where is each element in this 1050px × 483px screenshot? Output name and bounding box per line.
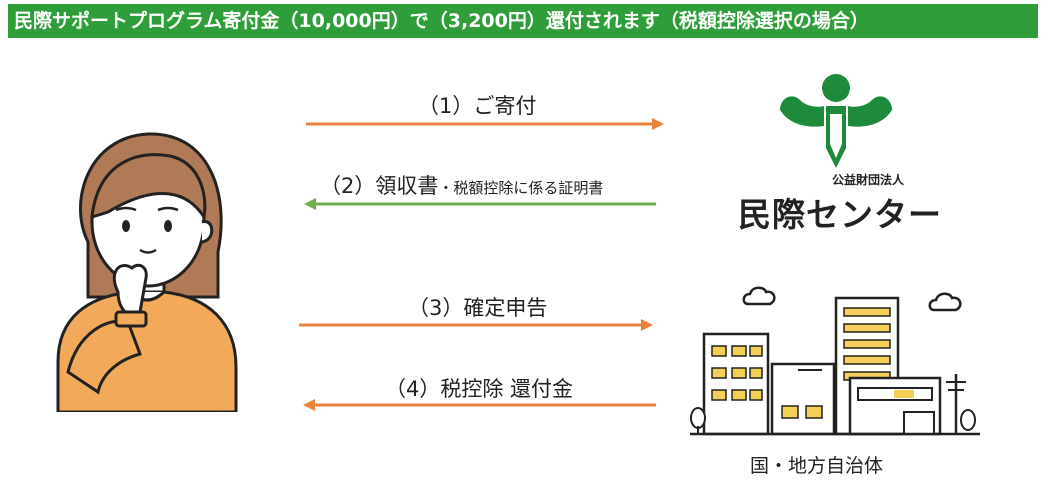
- org-type-label: 公益財団法人: [832, 173, 905, 187]
- arrow-left-receipt: [304, 198, 656, 210]
- step-1-label: （1）ご寄付: [418, 94, 537, 118]
- step-2-label: （2）領収書・税額控除に係る証明書: [320, 170, 603, 200]
- step-2-main: （2）領収書: [320, 174, 439, 198]
- org-name-label: 民際センター: [738, 195, 942, 234]
- arrow-left-refund: [303, 399, 656, 411]
- minsai-center-logo-icon: [780, 74, 892, 168]
- banner-title: 民際サポートプログラム寄付金（10,000円）で（3,200円）還付されます（税…: [14, 10, 869, 32]
- step-2-small: ・税額控除に係る証明書: [438, 179, 604, 197]
- arrow-right-tax-return: [299, 319, 653, 331]
- city-buildings-icon: [690, 286, 980, 436]
- government-label: 国・地方自治体: [750, 455, 884, 477]
- arrow-right-donation: [306, 118, 664, 130]
- title-banner: 民際サポートプログラム寄付金（10,000円）で（3,200円）還付されます（税…: [8, 4, 1038, 38]
- step-4-label: （4）税控除 還付金: [385, 377, 574, 401]
- step-3-label: （3）確定申告: [408, 296, 548, 320]
- person-thinking-icon: [56, 132, 238, 412]
